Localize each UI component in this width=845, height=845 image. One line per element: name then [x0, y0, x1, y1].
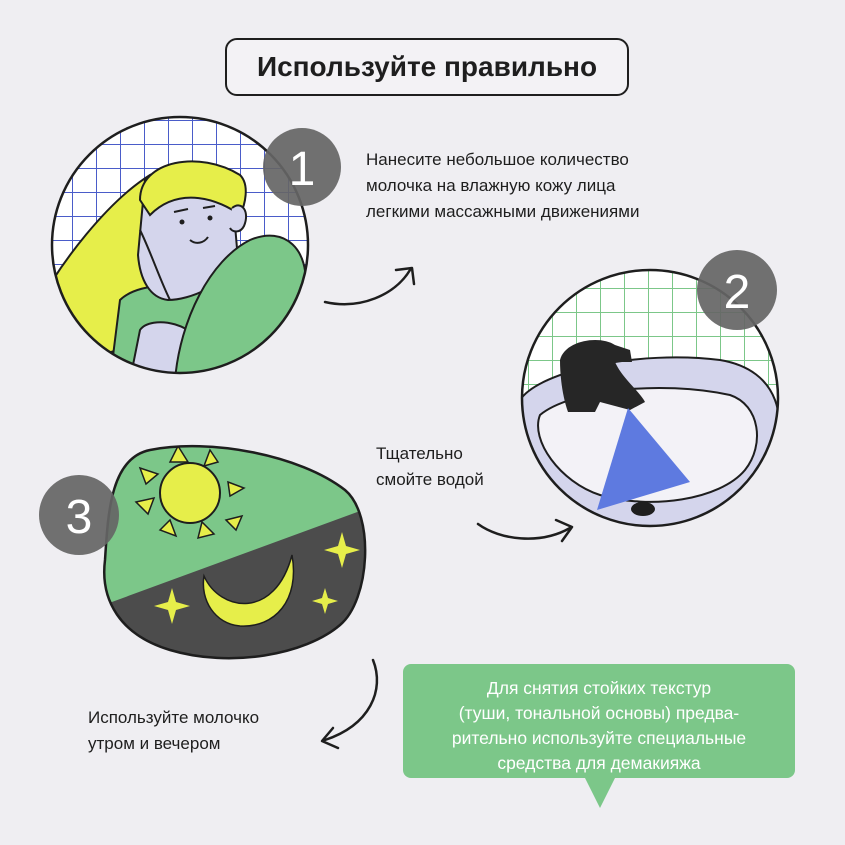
- arrow-3-icon: [323, 658, 379, 742]
- step-1-number: 1: [289, 143, 316, 196]
- page-title: Используйте правильно: [225, 38, 629, 96]
- tip-note-line: (туши, тональной основы) предва-: [458, 703, 740, 723]
- step-2-text: Тщательно смойте водой: [376, 441, 484, 493]
- step-3-text: Используйте молочко утром и вечером: [88, 705, 259, 757]
- step-1-line: молочка на влажную кожу лица: [366, 176, 616, 195]
- tip-note-line: рительно используйте специальные: [451, 728, 747, 748]
- step-2-line: Тщательно: [376, 444, 463, 463]
- day-night-illustration: [104, 446, 366, 659]
- step-1-text: Нанесите небольшое количество молочка на…: [366, 147, 639, 225]
- tip-note-line: средства для демакияжа: [497, 753, 701, 773]
- step-3-number: 3: [66, 491, 93, 544]
- tip-note-line: Для снятия стойких текстур: [486, 678, 712, 698]
- step-2-badge: 2: [697, 250, 777, 330]
- step-1-badge: 1: [263, 128, 341, 206]
- tip-note-pointer: [584, 776, 616, 808]
- step-2-number: 2: [724, 266, 751, 319]
- arrow-2-icon: [476, 522, 572, 540]
- arrow-1-icon: [323, 268, 412, 306]
- step-3-line: утром и вечером: [88, 734, 221, 753]
- step-1-line: Нанесите небольшое количество: [366, 150, 629, 169]
- tip-note: Для снятия стойких текстур (туши, тональ…: [403, 664, 795, 778]
- step-1-line: легкими массажными движениями: [366, 202, 640, 221]
- step-2-line: смойте водой: [376, 470, 484, 489]
- sink-illustration: [522, 270, 778, 526]
- step-3-line: Используйте молочко: [88, 708, 260, 727]
- step-3-badge: 3: [39, 475, 119, 555]
